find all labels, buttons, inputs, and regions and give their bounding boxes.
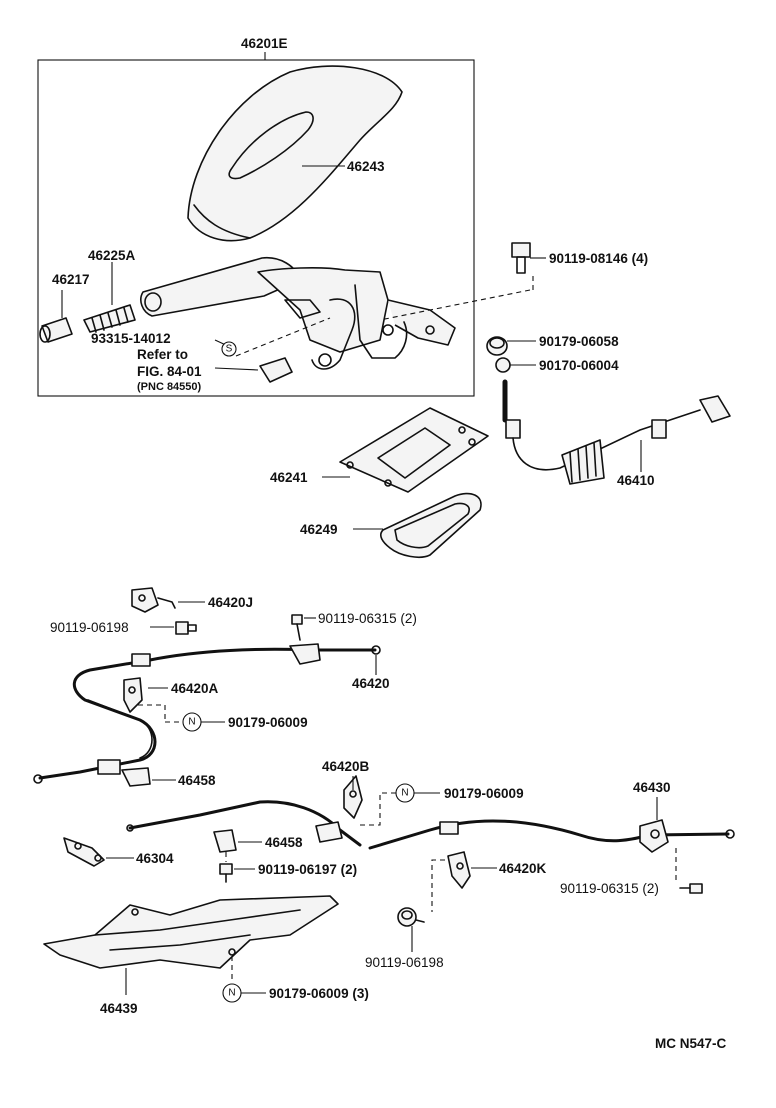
label-nut-06009-1: 90179-06009 xyxy=(228,715,308,730)
label-bolt-06198-bottom: 90119-06198 xyxy=(365,955,444,970)
label-pin: 93315-14012 xyxy=(91,331,171,346)
nut-a-shape xyxy=(486,336,508,356)
footer-code: MC N547-C xyxy=(655,1036,727,1051)
label-protector: 46439 xyxy=(100,1001,138,1016)
assembly-frame xyxy=(37,59,475,397)
protector-shape xyxy=(43,895,339,969)
front-cable-shape xyxy=(502,379,731,485)
bolt-06197-shape xyxy=(219,863,233,883)
bracket-j-shape xyxy=(131,587,176,613)
label-bolt-06198-left: 90119-06198 xyxy=(50,620,129,635)
label-lever-assy: 46201E xyxy=(241,36,288,51)
label-nut-a: 90179-06058 xyxy=(539,334,619,349)
clip-shape xyxy=(259,357,293,383)
label-bracket-k: 46420K xyxy=(499,861,547,876)
cable-no2-shape xyxy=(33,643,381,784)
boot-seal-shape xyxy=(380,492,482,558)
label-pnc-ref: (PNC 84550) xyxy=(137,381,202,393)
clamp-left-shape xyxy=(121,767,151,787)
label-grip-sub: 46225A xyxy=(88,248,136,263)
label-boot-plate: 46241 xyxy=(270,470,308,485)
label-boot-seal: 46249 xyxy=(300,522,338,537)
label-bracket-b: 46420B xyxy=(322,759,370,774)
nut-b-shape xyxy=(495,357,511,373)
bolt-06198-left-shape xyxy=(175,621,197,635)
label-button: 46217 xyxy=(52,272,90,287)
label-cable-no2: 46420 xyxy=(352,676,390,691)
label-cover: 46243 xyxy=(347,159,385,174)
label-fig-ref: FIG. 84-01 xyxy=(137,364,202,379)
label-front-cable: 46410 xyxy=(617,473,655,488)
n-symbol-3-text: N xyxy=(228,988,235,999)
button-shape xyxy=(39,317,73,343)
cable-no3-shape xyxy=(126,800,735,853)
label-clamp-left: 46458 xyxy=(178,773,216,788)
bracket-a-shape xyxy=(123,677,143,713)
label-refer-to: Refer to xyxy=(137,347,188,362)
bolt-06315-top-shape xyxy=(291,614,303,641)
clamp-mid-shape xyxy=(213,829,237,853)
label-clamp-mid: 46458 xyxy=(265,835,303,850)
s-symbol-text: S xyxy=(226,344,233,355)
s-symbol xyxy=(221,341,237,357)
bracket-b-shape xyxy=(343,775,363,819)
lever-assembly-group: 46201E 46243 46225A xyxy=(37,36,475,397)
bolt-06315-right-shape xyxy=(679,883,703,894)
lever-cover-shape xyxy=(187,65,403,242)
label-bolt-06197: 90119-06197 (2) xyxy=(258,862,357,877)
label-bolt-06315-top: 90119-06315 (2) xyxy=(318,611,417,626)
n-symbol-2-text: N xyxy=(401,788,408,799)
label-cable-no3: 46430 xyxy=(633,780,671,795)
label-bracket-j: 46420J xyxy=(208,595,253,610)
grip-spring-shape xyxy=(83,304,136,333)
bolt-06198-bottom-shape xyxy=(397,907,425,927)
label-nut-06009-2: 90179-06009 xyxy=(444,786,524,801)
n-symbol-1-text: N xyxy=(188,717,195,728)
label-bolt-top: 90119-08146 (4) xyxy=(549,251,648,266)
guide-shape xyxy=(63,837,105,867)
boot-plate-shape xyxy=(339,407,489,493)
label-bolt-06315-right: 90119-06315 (2) xyxy=(560,881,659,896)
label-guide: 46304 xyxy=(136,851,174,866)
lever-body-shape xyxy=(140,256,456,370)
bolt-top-shape xyxy=(511,242,531,274)
label-nut-06009-3: 90179-06009 (3) xyxy=(269,986,369,1001)
label-nut-b: 90170-06004 xyxy=(539,358,619,373)
label-bracket-a: 46420A xyxy=(171,681,219,696)
bracket-k-shape xyxy=(447,851,471,889)
